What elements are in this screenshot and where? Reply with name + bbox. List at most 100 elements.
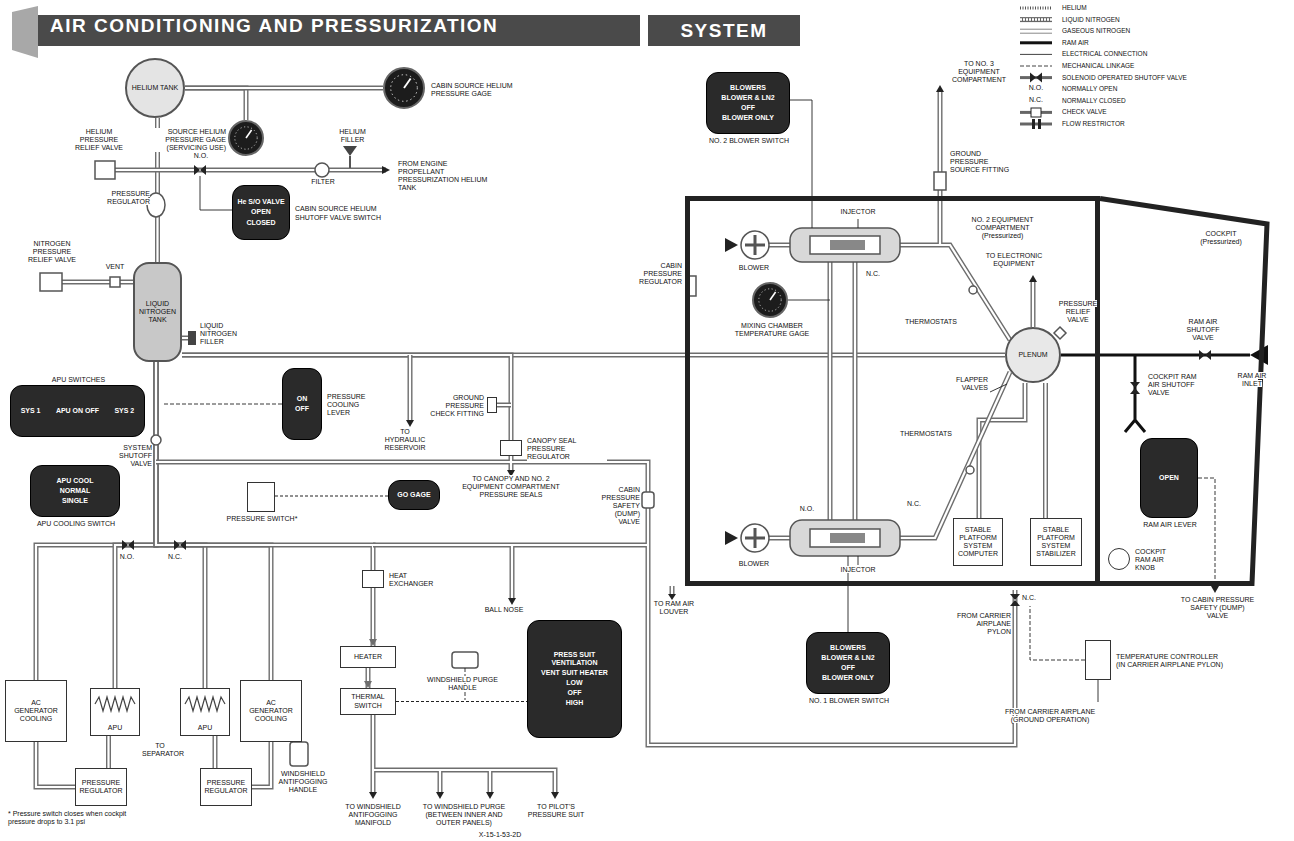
node-heading: SOURCE HELIUM PRESSURE GAGE (SERVICING U… — [148, 128, 226, 152]
art-polygon — [1205, 350, 1211, 360]
node-text: BLOWER & LN2 — [721, 94, 774, 102]
callout-label: TO CABIN PRESSURE SAFETY (DUMP) VALVE — [1181, 596, 1254, 619]
callout-label: INJECTOR — [841, 566, 876, 573]
callout-label: N.C. — [1022, 594, 1036, 601]
title-text: AIR CONDITIONING AND PRESSURIZATION — [50, 15, 498, 46]
plenum: PLENUM — [1005, 327, 1061, 383]
node-body: PRESS SUIT VENTILATIONVENT SUIT HEATERLO… — [528, 621, 621, 737]
art-rect — [38, 15, 640, 46]
node-text: HELIUM TANK — [132, 84, 178, 92]
art-circle — [151, 435, 161, 445]
label-box: INJECTOR — [838, 566, 878, 574]
legend-text: LIQUID NITROGEN — [1062, 15, 1120, 25]
gauge-dial — [235, 127, 257, 149]
node-text: APU — [198, 724, 212, 732]
electrical-connector — [396, 701, 527, 702]
title-text: SYSTEM — [680, 20, 767, 41]
callout-label: LIQUID NITROGEN FILLER — [200, 322, 237, 345]
art-polygon — [1010, 600, 1020, 606]
art-rect — [830, 240, 865, 250]
label-box: FROM ENGINE PROPELLANT PRESSURIZATION HE… — [398, 160, 493, 192]
art-polygon — [1211, 586, 1219, 593]
node-body: GO GAGE — [389, 481, 439, 509]
gauge-needle — [404, 79, 411, 89]
art-rect — [110, 277, 120, 287]
art-path — [1098, 680, 1099, 702]
gauge-dial — [391, 75, 418, 102]
gauge-face — [385, 69, 423, 107]
node-text: NORMAL — [60, 487, 91, 495]
legend-text: MECHANICAL LINKAGE — [1062, 61, 1134, 71]
art-rect — [95, 161, 115, 179]
label-box: WINDSHIELD ANTIFOGGING HANDLE — [268, 770, 338, 794]
art-path — [1020, 54, 1052, 55]
connector-outer — [185, 88, 246, 120]
node-text: GO GAGE — [397, 491, 430, 499]
callout-label: HELIUM FILLER — [339, 128, 365, 143]
node-body: OPEN — [1141, 439, 1197, 517]
connector-inner — [214, 736, 216, 768]
callout-label: N.O. — [800, 505, 814, 512]
legend-text: ELECTRICAL CONNECTION — [1062, 49, 1147, 59]
callout-label: HELIUM PRESSURE RELIEF VALVE — [75, 128, 123, 151]
callout-label: N.C. — [168, 553, 182, 560]
callout-label: FROM ENGINE PROPELLANT PRESSURIZATION HE… — [398, 160, 487, 191]
callout-label: NITROGEN PRESSURE RELIEF VALVE — [28, 240, 76, 263]
connector-outer — [182, 355, 511, 440]
check-fitting: GROUND PRESSURE CHECK FITTING — [487, 397, 497, 413]
node-heading: PRESSURE SWITCH* — [226, 515, 298, 523]
art-rect — [452, 652, 478, 668]
pipe-connector — [185, 88, 383, 89]
art-polygon — [128, 540, 134, 550]
node-heading: CABIN SOURCE HELIUM PRESSURE GAGE — [431, 82, 513, 98]
connector-outer — [156, 362, 205, 688]
node-heading: COCKPIT RAM AIR KNOB — [1135, 548, 1179, 572]
art-circle — [315, 163, 329, 177]
art-path — [1020, 123, 1052, 126]
connector-inner — [252, 742, 271, 787]
node-heading: HEAT EXCHANGER — [389, 572, 451, 588]
pipe-connector — [215, 736, 216, 768]
label-box: TO ELECTRONIC EQUIPMENT — [985, 252, 1043, 268]
art-g — [122, 85, 1219, 799]
arrow-head — [364, 681, 372, 688]
callout-label: WINDSHIELD PURGE HANDLE — [427, 676, 498, 691]
callout-label: GROUND PRESSURE SOURCE FITTING — [950, 150, 1009, 173]
label-box: INJECTOR — [838, 208, 878, 216]
art-polygon — [12, 6, 38, 58]
art-path — [745, 235, 765, 548]
gauge-needle — [770, 292, 776, 300]
node-text: OFF — [841, 664, 855, 672]
apu-cooling-switch: APU COOLING SWITCHAPU COOLNORMALSINGLE — [30, 465, 120, 517]
heater: HEATER — [340, 646, 396, 668]
generator-cooling: AC GENERATOR COOLING — [240, 680, 302, 742]
connector-inner — [182, 355, 511, 440]
node-text: BLOWER & LN2 — [821, 654, 874, 662]
label-box: N.C. — [1022, 594, 1040, 602]
node-body: THERMAL SWITCH — [341, 689, 395, 714]
callout-label: RAM AIR INLET — [1238, 372, 1267, 387]
label-box: TO WINDSHIELD PURGE (BETWEEN INNER AND O… — [414, 803, 514, 827]
node-body: AC GENERATOR COOLING — [241, 681, 301, 741]
art-polygon — [200, 165, 206, 175]
cooling-lever: PRESSURE COOLING LEVERONOFF — [282, 368, 322, 440]
callout-label: * Pressure switch closes when cockpit pr… — [8, 810, 126, 825]
label-box: * Pressure switch closes when cockpit pr… — [8, 810, 133, 826]
art-polygon — [725, 531, 738, 545]
callout-label: VENT — [106, 263, 125, 270]
node-text: CLOSED — [246, 219, 275, 227]
thermal-switch: THERMAL SWITCH — [340, 688, 396, 715]
blower-switch: NO. 2 BLOWER SWITCHBLOWERSBLOWER & LN2OF… — [706, 72, 790, 134]
callout-label: TO PILOT'S PRESSURE SUIT — [528, 803, 584, 818]
art-rect — [790, 228, 900, 262]
node-heading: CABIN SOURCE HELIUM SHUTOFF VALVE SWITCH — [295, 205, 395, 221]
connector-outer — [1043, 383, 1048, 518]
label-box: RAM AIR INLET — [1232, 372, 1272, 388]
node-heading: CANOPY SEAL PRESSURE REGULATOR — [527, 437, 607, 461]
node-text: SYS 1 — [21, 407, 41, 415]
label-box: X-15-1-53-2D — [470, 831, 530, 839]
art-path — [1020, 66, 1052, 67]
node-text: BLOWER ONLY — [822, 674, 874, 682]
connector-outer — [106, 736, 111, 768]
